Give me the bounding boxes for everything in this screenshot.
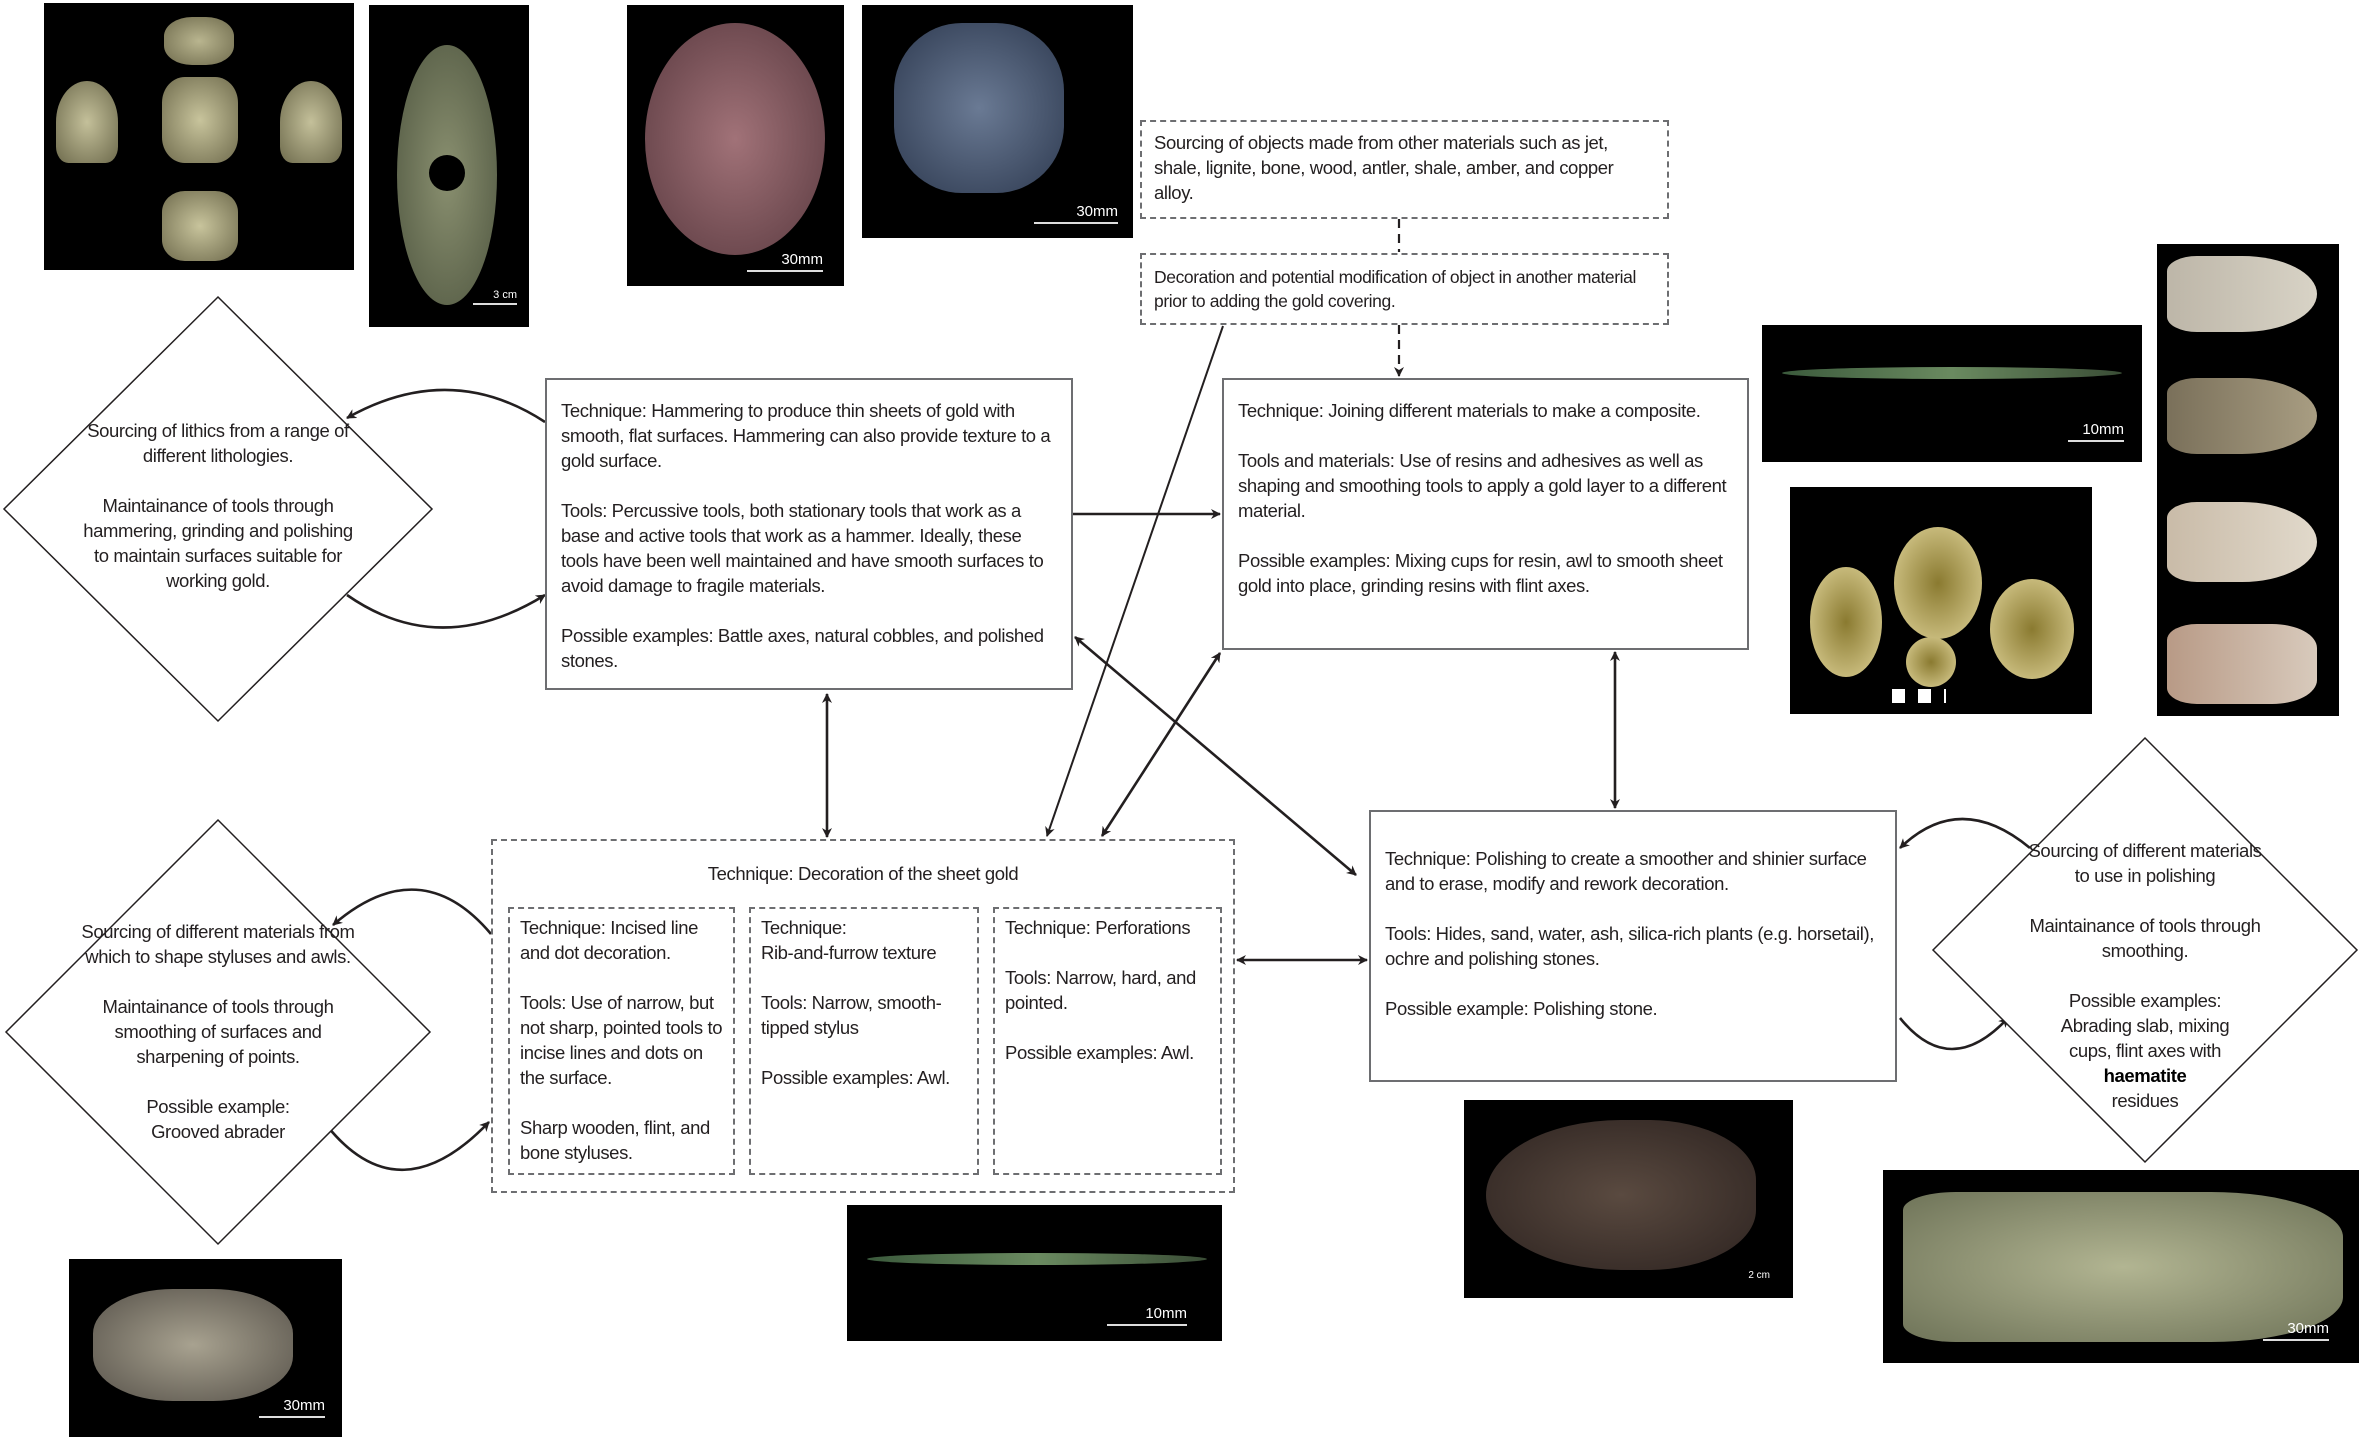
lithics-diamond-text: Sourcing of lithics from a range of diff… bbox=[78, 418, 358, 618]
arrow-prior-decoration-to-decoration bbox=[1045, 325, 1224, 837]
rib-technique-label: Technique: bbox=[761, 917, 847, 938]
composite-technique: Technique: Joining different materials t… bbox=[1238, 400, 1701, 421]
incised-box: Technique: Incised line and dot decorati… bbox=[508, 907, 735, 1175]
perforations-tools: Tools: Narrow, hard, and pointed. bbox=[1005, 967, 1196, 1013]
composite-tools: Tools and materials: Use of resins and a… bbox=[1238, 450, 1727, 521]
polishing-examples-bold: haematite bbox=[2103, 1065, 2187, 1086]
arrow-decoration-to-stylus bbox=[332, 888, 492, 935]
stylus-maintenance-text: Maintainance of tools through smoothing … bbox=[102, 996, 334, 1067]
scale-label: 3 cm bbox=[473, 289, 517, 305]
diamond-lithics bbox=[2, 295, 434, 723]
arrow-stylus-to-decoration bbox=[326, 1121, 490, 1172]
incised-examples: Sharp wooden, flint, and bone styluses. bbox=[520, 1117, 710, 1163]
scale-label: 2 cm bbox=[1748, 1270, 1770, 1281]
scale-label: 30mm bbox=[259, 1397, 325, 1418]
scale-label: 10mm bbox=[2068, 421, 2124, 442]
photo-polishing-stone: 2 cm bbox=[1464, 1100, 1793, 1298]
photo-abrading-slab: 30mm bbox=[1883, 1170, 2359, 1363]
hammering-box: Technique: Hammering to produce thin she… bbox=[545, 378, 1073, 690]
polishing-examples: Abrading slab, mixing cups, flint axes w… bbox=[2060, 1015, 2230, 1061]
sourcing-other-text: Sourcing of objects made from other mate… bbox=[1154, 132, 1614, 203]
hammering-technique: Technique: Hammering to produce thin she… bbox=[561, 400, 1051, 471]
scale-label: 30mm bbox=[747, 251, 823, 272]
arrow-hammering-to-lithics bbox=[346, 388, 546, 424]
stylus-diamond-text: Sourcing of different materials from whi… bbox=[78, 919, 358, 1144]
arrow-lithics-to-hammering bbox=[346, 593, 546, 629]
photo-stone-views bbox=[44, 3, 354, 270]
hammering-examples: Possible examples: Battle axes, natural … bbox=[561, 625, 1044, 671]
perforations-box: Technique: Perforations Tools: Narrow, h… bbox=[993, 907, 1222, 1175]
incised-technique: Technique: Incised line and dot decorati… bbox=[520, 917, 698, 963]
decoration-prior-text: Decoration and potential modification of… bbox=[1154, 267, 1636, 311]
decoration-title: Technique: Decoration of the sheet gold bbox=[707, 863, 1019, 884]
rib-furrow-box: Technique: Rib-and-furrow texture Tools:… bbox=[749, 907, 979, 1175]
scale-label: 10mm bbox=[1107, 1305, 1187, 1326]
hammering-tools: Tools: Percussive tools, both stationary… bbox=[561, 500, 1044, 596]
diamond-polishing bbox=[1931, 736, 2359, 1164]
rib-technique: Rib-and-furrow texture bbox=[761, 942, 937, 963]
photo-awl-bottom: 10mm bbox=[847, 1205, 1222, 1341]
stylus-example: Grooved abrader bbox=[151, 1121, 285, 1142]
perforations-technique: Technique: Perforations bbox=[1005, 917, 1191, 938]
arrow-polishing-to-polishing-diamond bbox=[1898, 1017, 2009, 1051]
polishing-diamond-text: Sourcing of different materials to use i… bbox=[2005, 838, 2285, 1113]
photo-battle-axe: 3 cm bbox=[369, 5, 529, 327]
sourcing-other-materials-box: Sourcing of objects made from other mate… bbox=[1140, 120, 1669, 219]
lithics-maintenance-text: Maintainance of tools through hammering,… bbox=[83, 495, 353, 591]
photo-grooved-abrader: 30mm bbox=[69, 1259, 342, 1437]
rib-examples: Possible examples: Awl. bbox=[761, 1067, 950, 1088]
stylus-example-label: Possible example: bbox=[146, 1096, 290, 1117]
composite-examples: Possible examples: Mixing cups for resin… bbox=[1238, 550, 1723, 596]
polishing-examples: Possible example: Polishing stone. bbox=[1385, 998, 1658, 1019]
photo-mixing-cups bbox=[1790, 487, 2092, 714]
polishing-box: Technique: Polishing to create a smoothe… bbox=[1369, 810, 1897, 1082]
polishing-tools: Tools: Hides, sand, water, ash, silica-r… bbox=[1385, 923, 1874, 969]
decoration-prior-box: Decoration and potential modification of… bbox=[1140, 253, 1669, 325]
composite-box: Technique: Joining different materials t… bbox=[1222, 378, 1749, 650]
stylus-sourcing-text: Sourcing of different materials from whi… bbox=[81, 921, 355, 967]
polishing-maintenance-text: Maintainance of tools through smoothing. bbox=[2029, 915, 2261, 961]
incised-tools: Tools: Use of narrow, but not sharp, poi… bbox=[520, 992, 723, 1088]
polishing-examples-label: Possible examples: bbox=[2068, 990, 2222, 1011]
polishing-technique: Technique: Polishing to create a smoothe… bbox=[1385, 848, 1867, 894]
perforations-examples: Possible examples: Awl. bbox=[1005, 1042, 1194, 1063]
rib-tools: Tools: Narrow, smooth-tipped stylus bbox=[761, 992, 942, 1038]
photo-pink-stone: 30mm bbox=[627, 5, 844, 286]
arrow-composite-decoration bbox=[1100, 652, 1222, 837]
scale-label: 30mm bbox=[2263, 1320, 2329, 1341]
photo-flint-axes bbox=[2157, 244, 2339, 716]
polishing-sourcing-text: Sourcing of different materials to use i… bbox=[2028, 840, 2262, 886]
diamond-stylus bbox=[4, 818, 432, 1246]
scale-label: 30mm bbox=[1034, 203, 1118, 224]
arrow-polishing-diamond-to-polishing bbox=[1899, 817, 2031, 850]
photo-awl-top: 10mm bbox=[1762, 325, 2142, 462]
lithics-sourcing-text: Sourcing of lithics from a range of diff… bbox=[87, 420, 349, 466]
polishing-examples-end: residues bbox=[2111, 1090, 2179, 1111]
photo-blue-stone: 30mm bbox=[862, 5, 1133, 238]
